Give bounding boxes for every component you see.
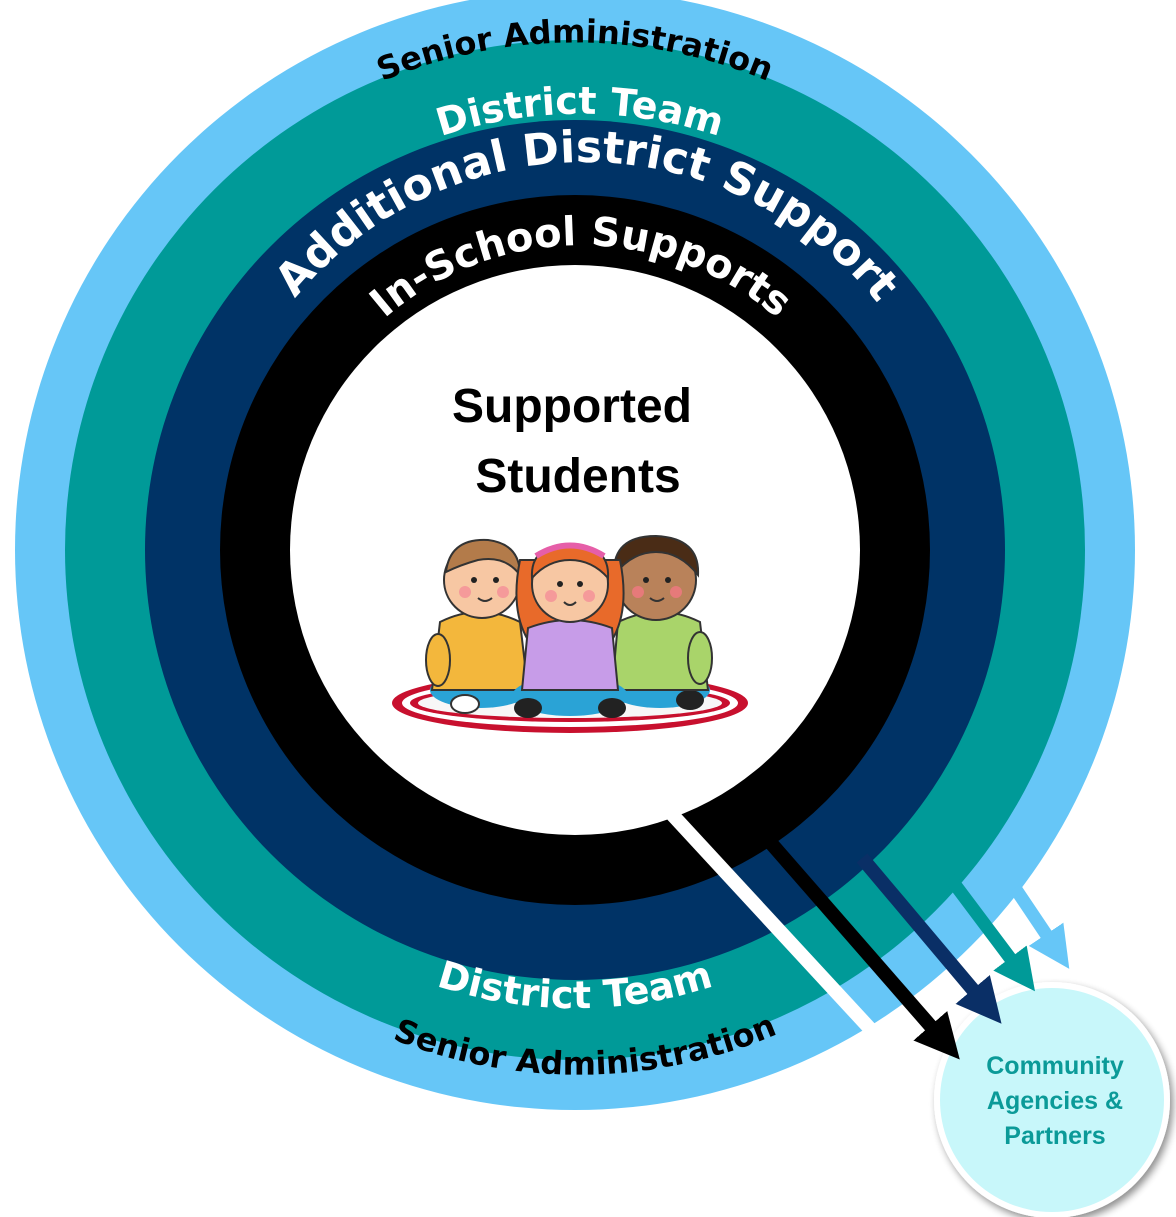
children-illustration — [392, 534, 748, 733]
center-title-line1: Supported — [452, 380, 692, 433]
arrow-district-team — [856, 853, 1002, 1024]
arrow-in-school-supports — [662, 805, 923, 1086]
community-partners-inner — [940, 988, 1164, 1212]
support-arrows — [662, 805, 1070, 1086]
arrow-senior-administration-outer — [1009, 884, 1070, 969]
child-middle — [512, 542, 628, 718]
partners-line2: Agencies & — [987, 1087, 1123, 1115]
arrow-senior-administration-inner — [944, 874, 1035, 992]
child-left — [425, 538, 530, 714]
child-right — [610, 534, 713, 710]
center-title-line2: Students — [475, 450, 680, 503]
partners-line1: Community — [986, 1052, 1124, 1080]
arrow-additional-district-support — [764, 837, 960, 1060]
partners-line3: Partners — [1004, 1122, 1105, 1150]
